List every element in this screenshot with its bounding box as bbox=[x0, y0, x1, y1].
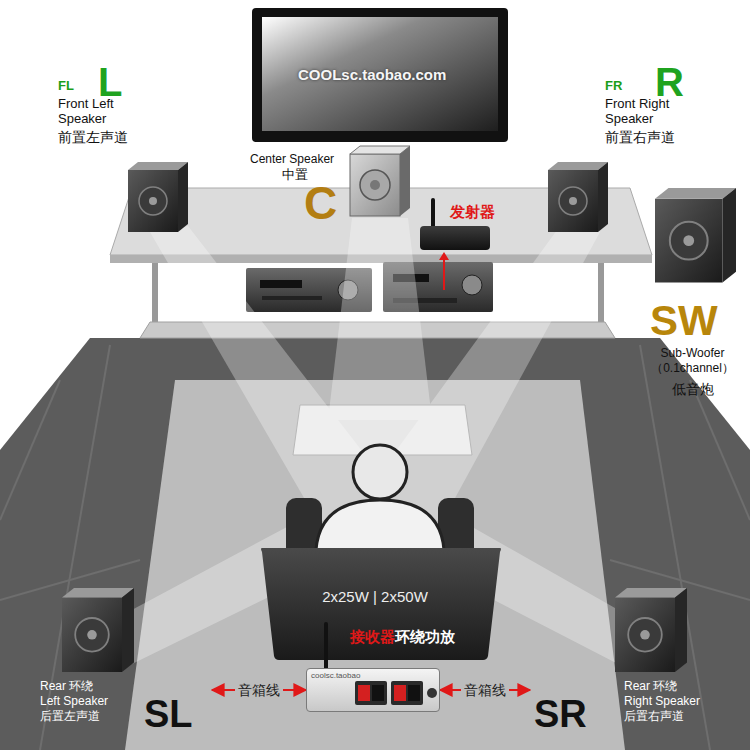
beam bbox=[328, 218, 432, 420]
plank-line bbox=[690, 380, 750, 520]
speaker-name-cn: 前置右声道 bbox=[605, 128, 675, 146]
rear-right-speaker-icon bbox=[615, 588, 687, 672]
transmitter-antenna bbox=[431, 200, 435, 228]
channel-letter: SL bbox=[144, 693, 193, 735]
terminal-block bbox=[391, 681, 423, 705]
sound-beams bbox=[128, 218, 622, 664]
speaker-name: Front Left Speaker bbox=[58, 96, 150, 126]
front-right-speaker: FRRFront Right Speaker前置右声道 bbox=[600, 60, 715, 152]
terminal-red bbox=[358, 685, 370, 701]
speaker-name-cn: 低音炮 bbox=[640, 380, 745, 398]
dc-jack bbox=[427, 688, 437, 698]
listener-shoulders bbox=[316, 500, 444, 550]
amp-display bbox=[260, 280, 302, 288]
transmitter: 发射器 bbox=[420, 226, 490, 250]
rear-right-speaker: Rear 环绕 Right Speaker 后置右声道 SR bbox=[530, 585, 720, 743]
brand-print: coolsc.taobao bbox=[311, 671, 360, 681]
amp-knob bbox=[462, 275, 482, 295]
rear-left-speaker-icon bbox=[62, 588, 134, 672]
amp-buttons bbox=[262, 296, 322, 300]
front-left-speaker-icon bbox=[128, 162, 188, 232]
speaker-name: Rear 环绕 Left Speaker 后置左声道 bbox=[40, 679, 112, 724]
speaker-name: Front Right Speaker bbox=[605, 96, 710, 126]
subwoofer: SWSub-Woofer （0.1channel） 低音炮 bbox=[640, 298, 745, 408]
signal-arrowhead bbox=[439, 252, 449, 260]
device-name: 接收器 bbox=[350, 628, 395, 645]
signal-arrow bbox=[443, 258, 445, 290]
cable-label: 音箱线 bbox=[235, 681, 283, 699]
listener-head bbox=[353, 445, 407, 499]
power-rating: 2x25W | 2x50W bbox=[290, 588, 460, 606]
device-heading: 接收器环绕功放 bbox=[327, 627, 477, 647]
speaker-name-cn: 前置左声道 bbox=[58, 128, 128, 146]
channel-letter: C bbox=[304, 178, 337, 228]
speaker-name: Rear 环绕 Right Speaker 后置右声道 bbox=[624, 679, 704, 724]
terminal-black bbox=[372, 685, 384, 701]
wireless-receiver-amplifier: 接收器环绕功放coolsc.taobao bbox=[306, 668, 440, 712]
center-speaker-icon bbox=[350, 146, 410, 216]
watermark: COOLsc.taobao.com bbox=[298, 66, 446, 84]
front-left-speaker: FLLFront Left Speaker前置左声道 bbox=[52, 60, 152, 152]
terminal-block bbox=[355, 681, 387, 705]
cable-label: 音箱线 bbox=[461, 681, 509, 699]
tv-frame bbox=[252, 8, 508, 142]
front-right-speaker-icon bbox=[548, 162, 608, 232]
device-name: 发射器 bbox=[450, 202, 495, 222]
plank-line bbox=[0, 380, 60, 520]
channel-letter: SR bbox=[534, 693, 587, 735]
channel-code: FL bbox=[58, 78, 74, 94]
speaker-name: Sub-Woofer （0.1channel） bbox=[645, 346, 740, 376]
tv-screen bbox=[262, 17, 498, 131]
rug bbox=[125, 380, 625, 750]
speaker-name: Center Speaker bbox=[250, 152, 334, 166]
chair-seat-panel bbox=[261, 548, 501, 660]
center-speaker: Center Speaker中置C bbox=[248, 146, 350, 230]
subwoofer-icon bbox=[655, 188, 736, 283]
terminal-red bbox=[394, 685, 406, 701]
receiver-antenna bbox=[324, 624, 328, 670]
device-function: 环绕功放 bbox=[395, 628, 455, 645]
terminal-black bbox=[408, 685, 420, 701]
channel-code: FR bbox=[605, 78, 622, 94]
rear-left-speaker: Rear 环绕 Left Speaker 后置左声道 SL bbox=[40, 585, 212, 743]
channel-letter: SW bbox=[650, 298, 718, 344]
